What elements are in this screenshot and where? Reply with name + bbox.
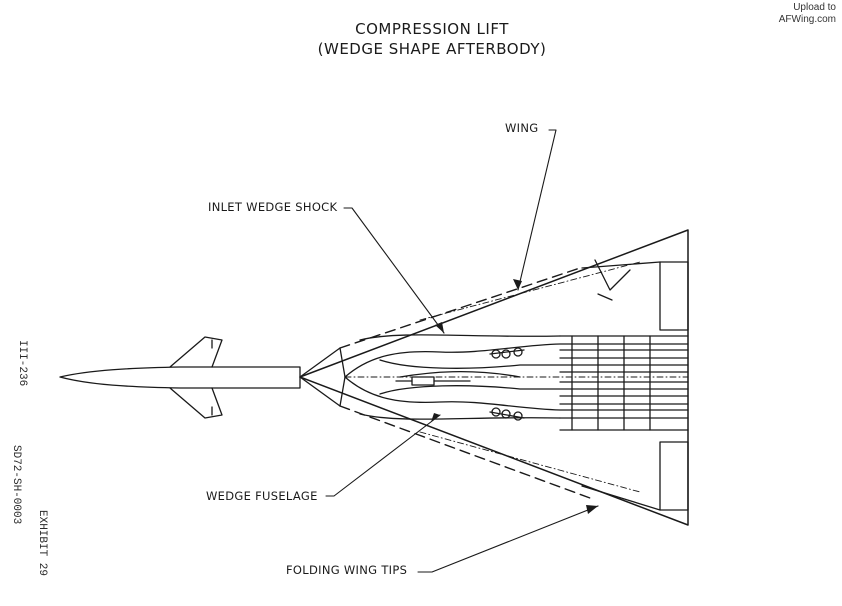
diagram-subtitle: (WEDGE SHAPE AFTERBODY) — [317, 40, 547, 58]
leader-lines — [325, 129, 599, 573]
document-code: SD72-SH-0003 — [10, 445, 22, 525]
watermark-line-2: AFWing.com — [778, 14, 836, 25]
tips-arrowhead — [586, 505, 598, 514]
label-wing: WING — [505, 121, 539, 135]
page-number: III-236 — [16, 340, 28, 387]
label-inlet-wedge-shock: INLET WEDGE SHOCK — [208, 200, 338, 214]
wing-arrowhead — [513, 279, 522, 290]
label-wedge-fuselage: WEDGE FUSELAGE — [206, 489, 318, 503]
exhaust-nozzles — [559, 335, 689, 431]
missile-body — [59, 336, 301, 419]
diagram-title: COMPRESSION LIFT — [355, 20, 509, 38]
delta-wing-planform — [299, 229, 689, 526]
exhibit-number: EXHIBIT 29 — [36, 510, 48, 577]
wedge-fuselage — [344, 334, 689, 420]
fuselage-arrowhead — [431, 413, 440, 422]
folding-wing-tips — [581, 259, 689, 511]
label-folding-wing-tips: FOLDING WING TIPS — [286, 563, 408, 577]
inlet-wedge-shock-lines — [339, 267, 591, 499]
watermark-line-1: Upload to — [793, 2, 836, 13]
internal-components — [395, 347, 525, 421]
shock-arrowhead — [435, 322, 444, 333]
